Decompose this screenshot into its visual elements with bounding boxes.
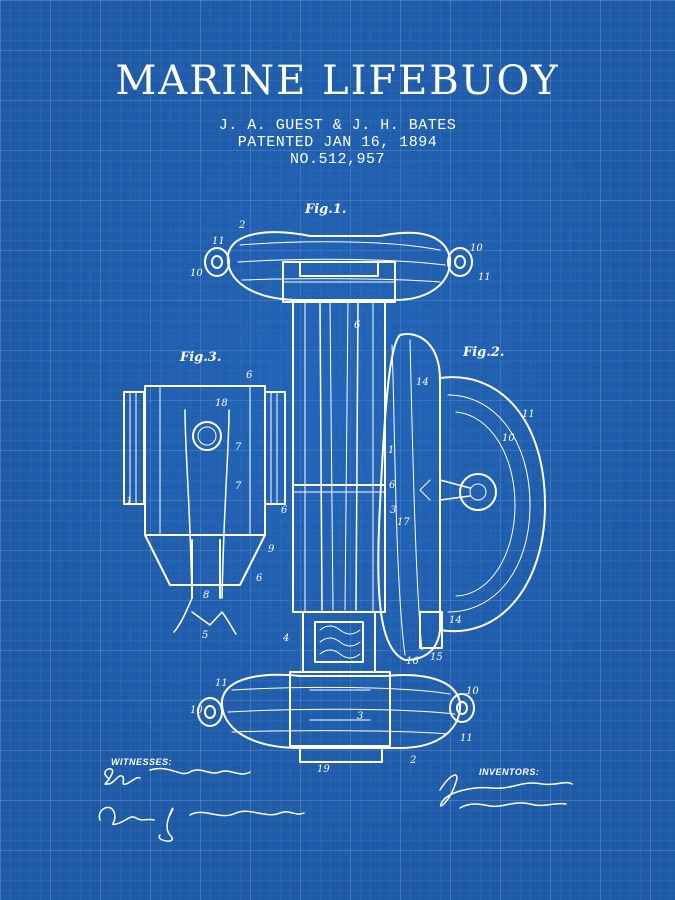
ref-label-19: 19 xyxy=(317,764,330,775)
ref-label-14: 14 xyxy=(449,615,462,626)
ref-label-6: 6 xyxy=(389,480,395,491)
ref-label-11: 11 xyxy=(215,678,228,689)
ref-label-1: 1 xyxy=(126,496,132,507)
fig2-caption: Fig.2. xyxy=(463,345,504,360)
ref-label-14: 14 xyxy=(416,377,429,388)
ref-label-3: 3 xyxy=(357,711,363,722)
fig1-caption: Fig.1. xyxy=(305,202,346,217)
ref-label-9: 9 xyxy=(268,544,274,555)
ref-label-2: 2 xyxy=(239,220,245,231)
ref-label-8: 8 xyxy=(203,590,209,601)
ref-label-7: 7 xyxy=(235,442,241,453)
ref-label-10: 10 xyxy=(190,268,203,279)
ref-label-16: 16 xyxy=(406,656,419,667)
ref-label-18: 18 xyxy=(215,398,228,409)
ref-label-3: 3 xyxy=(390,505,396,516)
inventors-heading: INVENTORS: xyxy=(479,767,539,777)
ref-label-10: 10 xyxy=(466,686,479,697)
ref-label-11: 11 xyxy=(478,272,491,283)
ref-label-11: 11 xyxy=(522,409,535,420)
ref-label-2: 2 xyxy=(410,755,416,766)
ref-label-5: 5 xyxy=(202,630,208,641)
ref-label-6: 6 xyxy=(256,573,262,584)
witness-signatures xyxy=(99,768,304,841)
ref-label-6: 6 xyxy=(281,505,287,516)
fig1-lifebuoy-drawing xyxy=(198,232,474,762)
ref-label-10: 10 xyxy=(502,433,515,444)
ref-label-17: 17 xyxy=(397,517,410,528)
fig2-lamp-drawing xyxy=(378,334,545,660)
ref-label-10: 10 xyxy=(470,243,483,254)
ref-label-1: 1 xyxy=(388,445,394,456)
ref-label-4: 4 xyxy=(283,633,289,644)
ref-label-6: 6 xyxy=(246,370,252,381)
ref-label-11: 11 xyxy=(212,236,225,247)
ref-label-7: 7 xyxy=(235,481,241,492)
ref-label-10: 10 xyxy=(190,705,203,716)
fig3-caption: Fig.3. xyxy=(180,350,221,365)
inventor-signatures xyxy=(440,775,572,808)
ref-label-11: 11 xyxy=(460,733,473,744)
witnesses-heading: WITNESSES: xyxy=(111,757,172,767)
ref-label-15: 15 xyxy=(430,652,443,663)
ref-label-6: 6 xyxy=(354,320,360,331)
